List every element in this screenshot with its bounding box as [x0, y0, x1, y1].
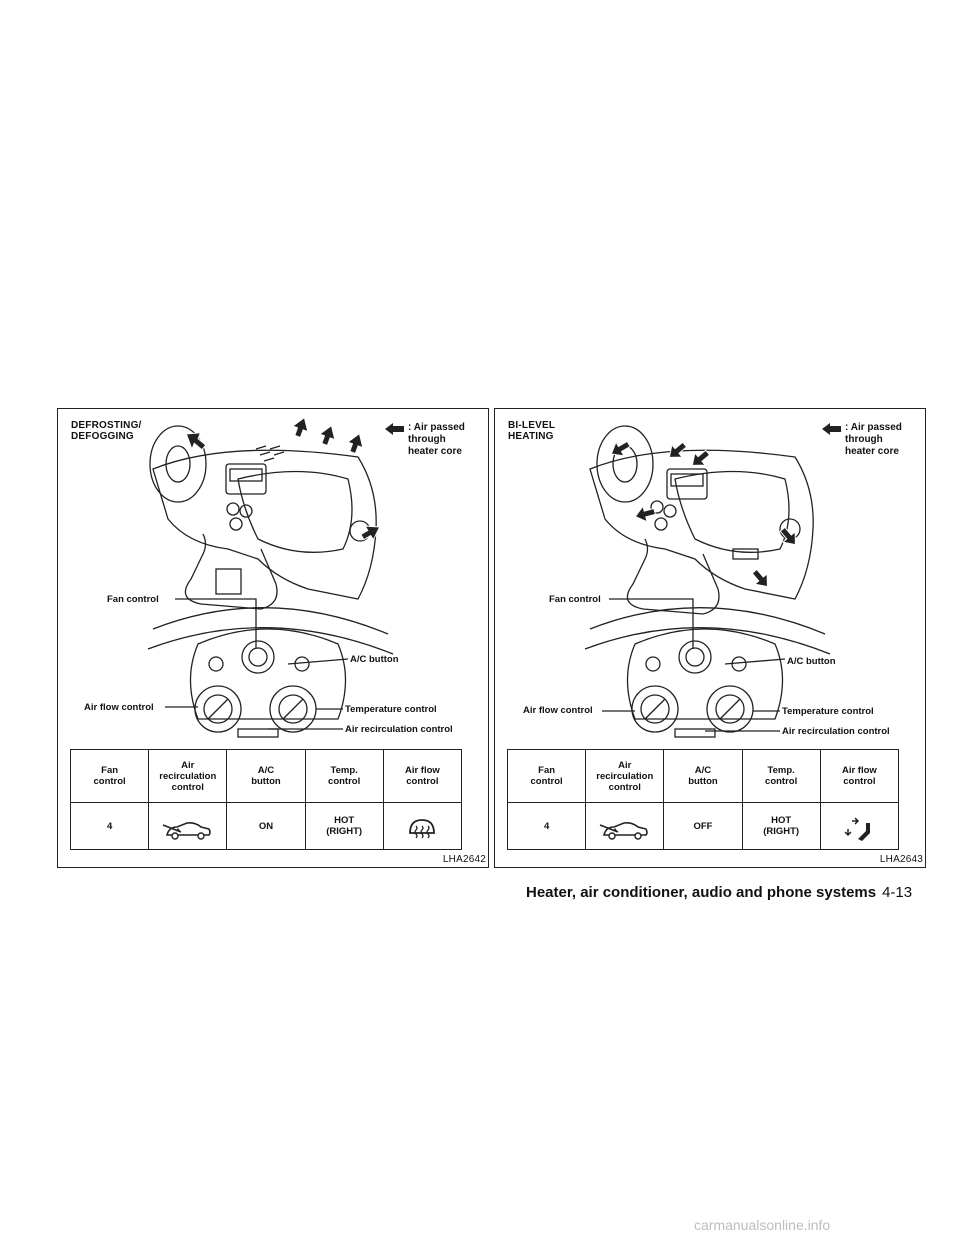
car-outside-air-icon: [599, 822, 648, 840]
car-outside-air-icon: [162, 822, 211, 840]
header-fan: Fan control: [69, 749, 150, 803]
heated-air-arrow-icon: [822, 423, 841, 435]
air-recirculation-control-label: Air recirculation control: [782, 726, 890, 737]
fan-control-label: Fan control: [107, 594, 159, 605]
bi-level-heating-figure: BI-LEVEL HEATING : Air passed through he…: [494, 408, 926, 868]
cell-temp: HOT (RIGHT): [741, 802, 821, 850]
panel-title: BI-LEVEL HEATING: [508, 420, 556, 442]
heated-air-arrow-icon: [385, 423, 404, 435]
temperature-control-label: Temperature control: [345, 704, 437, 715]
cell-airflow: [819, 802, 900, 850]
table-header-row: Fan control Air recirculation control A/…: [506, 749, 900, 803]
legend-text: : Air passed through heater core: [845, 422, 902, 457]
watermark: carmanualsonline.info: [694, 1217, 831, 1233]
header-airflow: Air flow control: [819, 749, 900, 803]
bi-level-icon: [844, 817, 871, 841]
air-flow-control-label: Air flow control: [523, 705, 593, 716]
ac-button-label: A/C button: [787, 656, 836, 667]
legend-text: : Air passed through heater core: [408, 422, 465, 457]
header-recirculation: Air recirculation control: [585, 749, 665, 803]
dashboard-illustration: [147, 416, 394, 738]
header-ac: A/C button: [226, 749, 306, 803]
cell-recirculation: [148, 802, 228, 850]
table-header-row: Fan control Air recirculation control A/…: [69, 749, 463, 803]
cell-ac: OFF: [663, 802, 743, 850]
air-flow-control-label: Air flow control: [84, 702, 154, 713]
settings-table: Fan control Air recirculation control A/…: [506, 749, 900, 850]
cell-fan: 4: [69, 802, 150, 850]
cell-temp: HOT (RIGHT): [304, 802, 384, 850]
air-recirculation-control-label: Air recirculation control: [345, 724, 453, 735]
defrost-icon: [409, 819, 436, 839]
header-temp: Temp. control: [741, 749, 821, 803]
temperature-control-label: Temperature control: [782, 706, 874, 717]
defrosting-figure: DEFROSTING/ DEFOGGING : Air passed throu…: [57, 408, 489, 868]
page-number: 4-13: [882, 884, 913, 901]
section-title: Heater, air conditioner, audio and phone…: [526, 884, 877, 901]
header-ac: A/C button: [663, 749, 743, 803]
header-temp: Temp. control: [304, 749, 384, 803]
fan-control-label: Fan control: [549, 594, 601, 605]
table-row: 4 ON HOT (RIGHT): [69, 802, 463, 850]
page-footer: Heater, air conditioner, audio and phone…: [526, 884, 912, 901]
settings-table: Fan control Air recirculation control A/…: [69, 749, 463, 850]
figure-id: LHA2642: [442, 854, 486, 865]
header-recirculation: Air recirculation control: [148, 749, 228, 803]
header-airflow: Air flow control: [382, 749, 463, 803]
panel-title: DEFROSTING/ DEFOGGING: [71, 420, 142, 442]
cell-fan: 4: [506, 802, 587, 850]
cell-ac: ON: [226, 802, 306, 850]
dashboard-illustration: [584, 425, 831, 738]
figure-id: LHA2643: [879, 854, 923, 865]
table-row: 4 OFF HOT (RIGHT): [506, 802, 900, 850]
cell-recirculation: [585, 802, 665, 850]
header-fan: Fan control: [506, 749, 587, 803]
cell-airflow: [382, 802, 463, 850]
ac-button-label: A/C button: [350, 654, 399, 665]
